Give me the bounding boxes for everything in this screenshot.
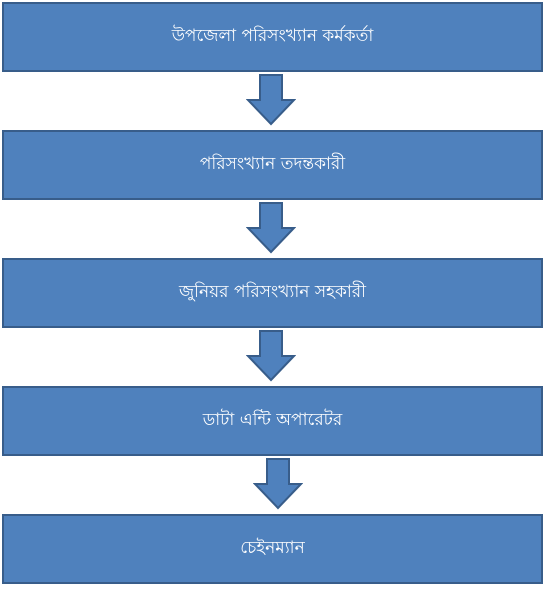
down-arrow-1: [246, 74, 296, 126]
step-label-3: জুনিয়র পরিসংখ্যান সহকারী: [178, 282, 367, 302]
step-label-2: পরিসংখ্যান তদন্তকারী: [199, 154, 346, 174]
down-arrow-2: [246, 202, 296, 254]
step-label-5: চেইনম্যান: [240, 538, 305, 558]
step-box-2: পরিসংখ্যান তদন্তকারী: [2, 130, 543, 200]
step-box-1: উপজেলা পরিসংখ্যান কর্মকর্তা: [2, 2, 543, 72]
step-label-1: উপজেলা পরিসংখ্যান কর্মকর্তা: [171, 26, 374, 46]
step-box-3: জুনিয়র পরিসংখ্যান সহকারী: [2, 258, 543, 328]
step-box-4: ডাটা এন্টি অপারেটর: [2, 386, 543, 456]
down-arrow-3: [246, 330, 296, 382]
step-box-5: চেইনম্যান: [2, 514, 543, 584]
down-arrow-4: [253, 458, 303, 510]
step-label-4: ডাটা এন্টি অপারেটর: [202, 410, 343, 430]
